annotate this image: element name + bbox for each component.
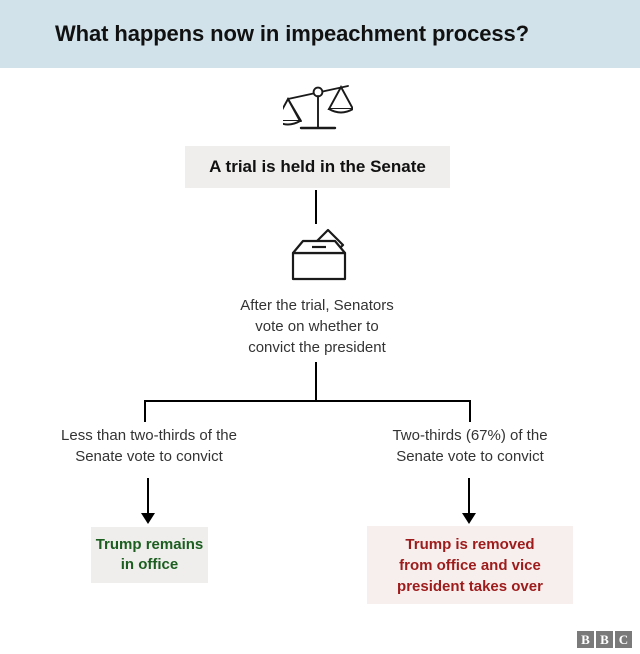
arrow-right-stem: [468, 478, 470, 515]
bbc-logo-letter-3: C: [615, 631, 632, 648]
outcome-remains-line-2: in office: [120, 556, 179, 573]
branch-right-caption: Two-thirds (67%) of the Senate vote to c…: [350, 425, 590, 467]
bbc-logo: B B C: [577, 631, 632, 648]
branch-right-line-1: Two-thirds (67%) of the: [392, 427, 548, 444]
page-title: What happens now in impeachment process?: [55, 21, 529, 46]
connector-branch-right: [469, 400, 471, 422]
ballot-box-icon: [288, 225, 350, 281]
flowchart-stage: A trial is held in the Senate After the …: [0, 68, 640, 654]
connector-branch-bar: [144, 400, 471, 402]
outcome-remains-text: Trump remains in office: [96, 535, 204, 575]
branch-left-caption: Less than two-thirds of the Senate vote …: [25, 425, 273, 467]
outcome-removed-line-1: Trump is removed: [405, 535, 535, 553]
branch-left-line-1: Less than two-thirds of the: [61, 427, 237, 444]
arrow-down-right-icon: [462, 513, 476, 524]
vote-caption-line-2: vote on whether to: [255, 318, 379, 335]
bbc-logo-letter-1: B: [577, 631, 594, 648]
connector-trial-to-vote: [315, 190, 317, 224]
trial-step-box: A trial is held in the Senate: [185, 146, 450, 188]
outcome-box-remains: Trump remains in office: [91, 527, 208, 583]
outcome-removed-text: Trump is removed from office and vice pr…: [397, 534, 543, 597]
bbc-logo-letter-2: B: [596, 631, 613, 648]
branch-left-line-2: Senate vote to convict: [75, 448, 223, 465]
outcome-remains-line-1: Trump remains: [95, 536, 204, 553]
trial-step-label: A trial is held in the Senate: [209, 157, 426, 176]
vote-step-caption: After the trial, Senators vote on whethe…: [186, 295, 448, 358]
arrow-down-left-icon: [141, 513, 155, 524]
connector-branch-left: [144, 400, 146, 422]
outcome-removed-line-2: from office and vice: [399, 556, 541, 574]
outcome-box-removed: Trump is removed from office and vice pr…: [367, 526, 573, 604]
header-band: What happens now in impeachment process?: [0, 0, 640, 68]
outcome-removed-line-3: president takes over: [397, 577, 543, 595]
vote-caption-line-3: convict the president: [248, 339, 386, 356]
vote-caption-line-1: After the trial, Senators: [240, 297, 394, 314]
connector-vote-down: [315, 362, 317, 402]
arrow-left-stem: [147, 478, 149, 515]
scales-of-justice-icon: [274, 77, 355, 134]
branch-right-line-2: Senate vote to convict: [396, 448, 544, 465]
